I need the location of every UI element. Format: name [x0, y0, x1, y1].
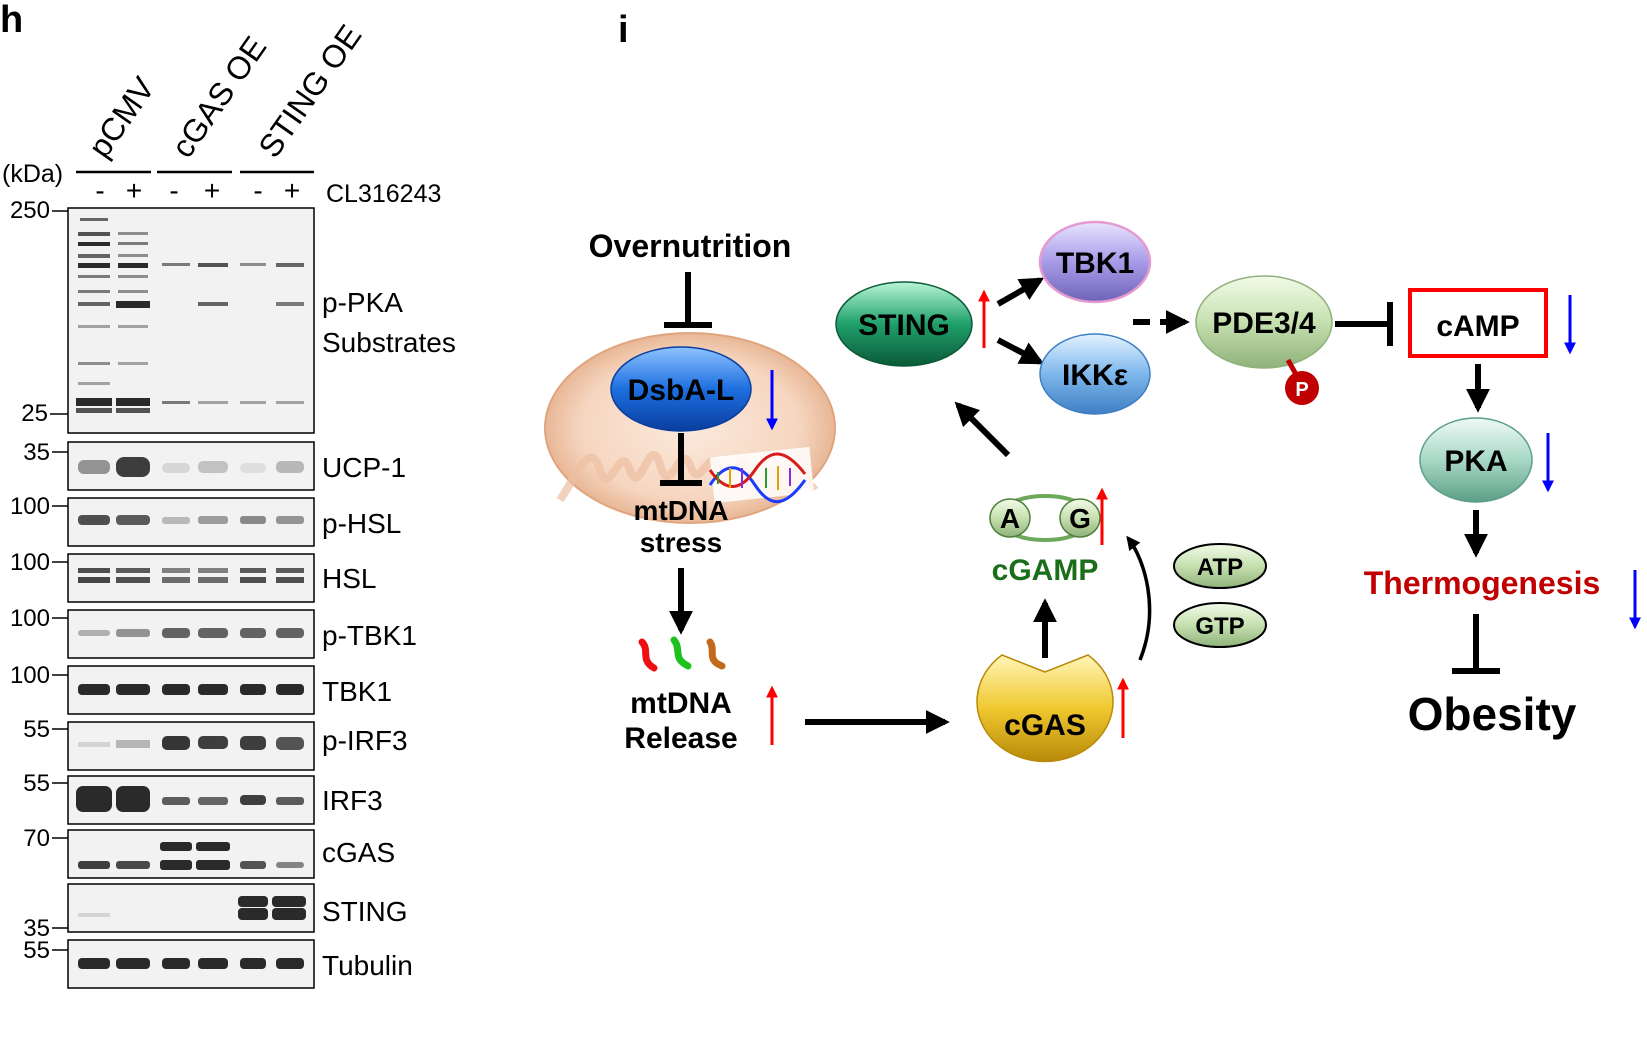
cgas-label: cGAS — [1004, 709, 1086, 742]
pka-node: PKA — [1419, 417, 1533, 503]
overnutrition-label: Overnutrition — [589, 228, 792, 264]
mtdna-stress-label: stress — [640, 527, 723, 558]
blot-label: p-IRF3 — [322, 725, 408, 756]
panel-h: h pCMV cGAS OE STING OE (kDa) - + - + - … — [0, 0, 456, 989]
lane-sign: - — [169, 175, 178, 206]
mw-marker: 55 — [23, 770, 50, 797]
atp-label: ATP — [1197, 554, 1243, 581]
arrow-sting-to-tbk1 — [996, 277, 1045, 307]
blot-p-pka-substrates: p-PKA Substrates 250 25 — [10, 197, 456, 434]
panel-i: i Overnutrition DsbA-L — [544, 9, 1641, 763]
sting-label: STING — [858, 309, 950, 342]
mw-marker: 55 — [23, 937, 50, 964]
lane-sign: + — [204, 175, 220, 206]
kda-unit-label: (kDa) — [2, 160, 63, 188]
sting-node: STING — [835, 281, 973, 367]
dsbal-label: DsbA-L — [628, 374, 735, 407]
mtdna-fragments-icon — [638, 636, 726, 672]
blot-ucp-1: UCP-1 35 — [23, 439, 406, 491]
mw-marker: 70 — [23, 825, 50, 852]
pde-node: PDE3/4 P — [1195, 275, 1333, 405]
blot-label: p-TBK1 — [322, 620, 417, 651]
blot-p-irf3: p-IRF3 55 — [23, 716, 408, 771]
mw-marker: 35 — [23, 915, 50, 942]
mw-marker: 100 — [10, 549, 50, 576]
blot-label: IRF3 — [322, 785, 383, 816]
atp-node: ATP — [1173, 543, 1267, 589]
blot-label: p-PKA — [322, 287, 403, 318]
lane-sign: - — [95, 175, 104, 206]
mtdna-stress-label: mtDNA — [634, 495, 729, 526]
arrow-cgamp-to-sting — [954, 401, 1011, 458]
dna-helix-icon — [708, 446, 815, 504]
tbk1-node: TBK1 — [1038, 220, 1152, 304]
dsbal-node: DsbA-L — [610, 346, 752, 432]
mw-marker: 250 — [10, 197, 50, 224]
pde-label: PDE3/4 — [1212, 307, 1316, 340]
tbk1-label: TBK1 — [1056, 247, 1134, 280]
cgamp-g-label: G — [1069, 503, 1091, 534]
blot-p-hsl: p-HSL 100 — [10, 493, 401, 547]
blot-label: TBK1 — [322, 676, 392, 707]
mw-marker: 35 — [23, 439, 50, 466]
inhibit-pde-camp — [1335, 302, 1393, 346]
phospho-label: P — [1295, 379, 1308, 401]
pka-label: PKA — [1444, 445, 1507, 478]
mw-marker: 100 — [10, 493, 50, 520]
cgamp-a-label: A — [1000, 503, 1020, 534]
arrow-sting-to-ikke — [996, 337, 1045, 365]
cgamp-node: A G cGAMP — [989, 494, 1101, 587]
blot-label: p-HSL — [322, 508, 401, 539]
panel-i-letter: i — [618, 9, 629, 51]
camp-node: cAMP — [1408, 288, 1548, 358]
blot-label: HSL — [322, 563, 376, 594]
blot-irf3: IRF3 55 — [23, 770, 383, 825]
inhibit-dsbal-mtdna — [660, 433, 702, 486]
blot-cgas: cGAS 70 — [23, 825, 395, 879]
blot-p-tbk1: p-TBK1 100 — [10, 605, 417, 659]
blot-tubulin: Tubulin 55 — [23, 937, 413, 989]
blot-label: cGAS — [322, 837, 395, 868]
cgas-node: cGAS — [976, 654, 1114, 763]
mw-marker: 100 — [10, 662, 50, 689]
blot-label: Tubulin — [322, 950, 413, 981]
treatment-label: CL316243 — [326, 180, 441, 208]
ikke-label: IKKε — [1062, 359, 1128, 392]
blot-label: UCP-1 — [322, 452, 406, 483]
lane-sign: + — [284, 175, 300, 206]
mtdna-release-label: mtDNA — [630, 687, 732, 720]
blot-label: STING — [322, 896, 408, 927]
ikke-node: IKKε — [1039, 333, 1151, 415]
mtdna-release-label: Release — [624, 722, 737, 755]
blot-tbk1: TBK1 100 — [10, 662, 392, 715]
group-label-sting-oe: STING OE — [251, 18, 368, 164]
thermogenesis-label: Thermogenesis — [1364, 565, 1601, 601]
mw-marker: 55 — [23, 716, 50, 743]
blot-sting: STING 35 — [23, 883, 408, 942]
group-label-pcmv: pCMV — [81, 70, 162, 164]
inhibit-overnutrition-dsbal — [664, 272, 712, 328]
obesity-label: Obesity — [1408, 688, 1577, 740]
lane-sign: + — [126, 175, 142, 206]
arrow-atp-gtp-to-cgamp — [1126, 535, 1152, 661]
panel-h-letter: h — [0, 0, 23, 41]
gtp-label: GTP — [1195, 613, 1244, 640]
cgamp-label: cGAMP — [992, 554, 1099, 587]
gtp-node: GTP — [1173, 602, 1267, 648]
blot-label: Substrates — [322, 327, 456, 358]
mw-marker: 25 — [21, 400, 48, 427]
camp-label: cAMP — [1436, 310, 1519, 343]
lane-sign: - — [253, 175, 262, 206]
inhibit-thermogenesis-obesity — [1452, 614, 1500, 674]
mw-marker: 100 — [10, 605, 50, 632]
blot-hsl: HSL 100 — [10, 549, 376, 603]
